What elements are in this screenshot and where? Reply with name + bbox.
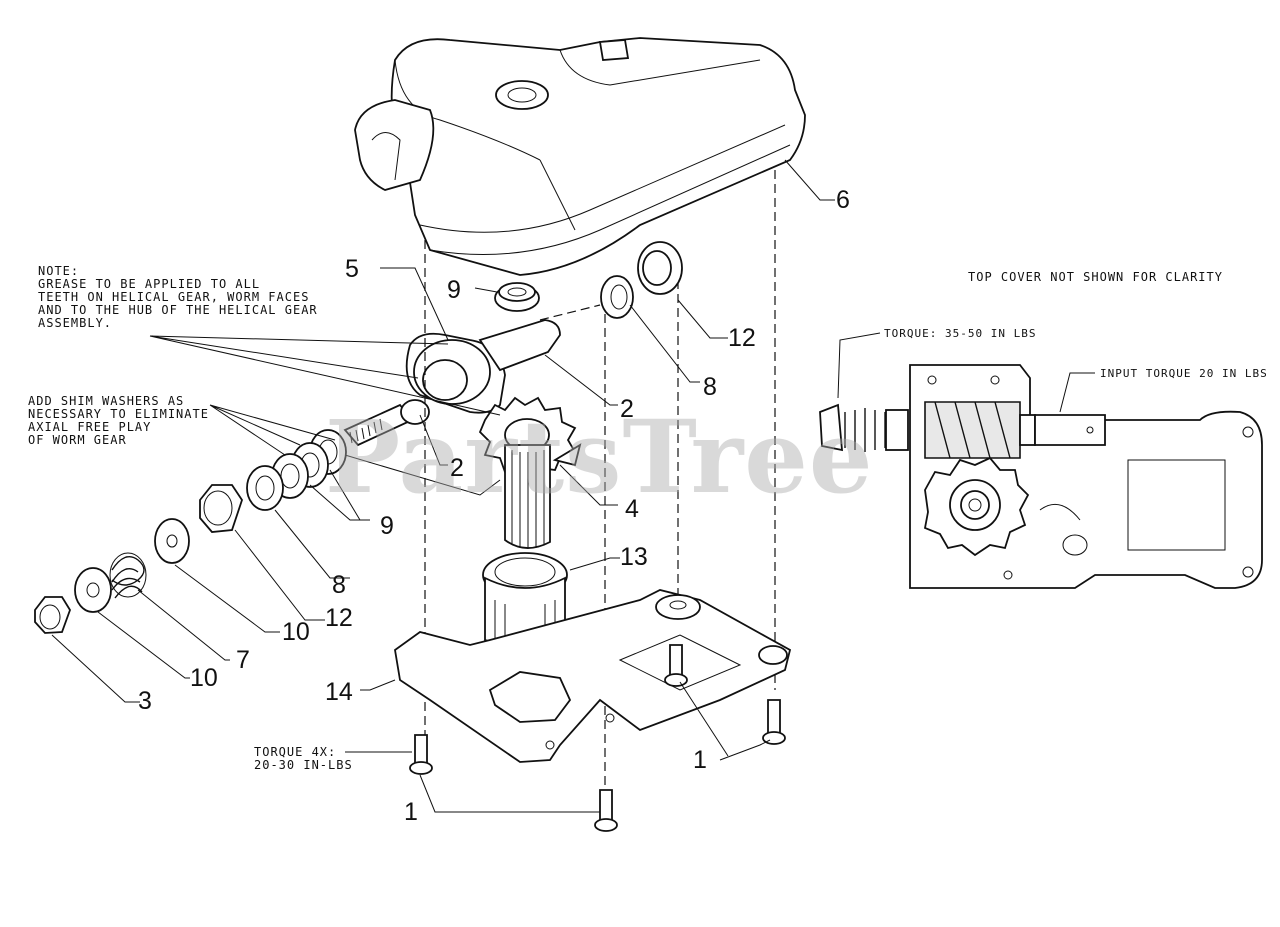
housing-cover-part-6[interactable]: [354, 37, 806, 276]
spring-part-7[interactable]: [109, 552, 147, 599]
callout-3: 3: [138, 687, 152, 715]
callout-8-left: 8: [332, 571, 346, 599]
assembled-inset-view: [819, 364, 1263, 589]
callout-8-top: 8: [703, 373, 717, 401]
callout-9-top: 9: [447, 276, 461, 304]
callout-13: 13: [620, 543, 648, 571]
screw-part-1-d[interactable]: [762, 699, 786, 745]
leader-lines: [51, 159, 1095, 813]
watermark: PartsTree: [325, 398, 874, 516]
grease-note: NOTE: GREASE TO BE APPLIED TO ALL TEETH …: [38, 264, 318, 330]
input-torque-note: INPUT TORQUE 20 IN LBS: [1100, 367, 1268, 380]
callout-4: 4: [625, 495, 639, 523]
callout-14: 14: [325, 678, 353, 706]
callout-6: 6: [836, 186, 850, 214]
washer-part-9-top[interactable]: [494, 282, 540, 312]
callout-12-top: 12: [728, 324, 756, 352]
callout-1-right: 1: [693, 746, 707, 774]
washer-part-8-top[interactable]: [600, 275, 634, 319]
base-plate-part-14[interactable]: [394, 589, 792, 763]
callout-2-left: 2: [450, 454, 464, 482]
nut-part-3[interactable]: [34, 596, 71, 634]
helical-gear-assembly[interactable]: [343, 319, 582, 549]
screw-part-1-b[interactable]: [594, 789, 618, 832]
callout-7: 7: [236, 646, 250, 674]
screw-part-1-a[interactable]: [409, 734, 433, 775]
screw-part-1-c[interactable]: [664, 644, 688, 687]
bolt-torque-note: TORQUE 4X: 20-30 IN-LBS: [254, 745, 353, 772]
callout-10-upper: 10: [282, 618, 310, 646]
callout-2-right: 2: [620, 395, 634, 423]
worm-torque-note: TORQUE: 35-50 IN LBS: [884, 327, 1037, 340]
washer-part-10-upper[interactable]: [154, 518, 190, 564]
washer-part-10-lower[interactable]: [74, 567, 112, 613]
top-cover-note: TOP COVER NOT SHOWN FOR CLARITY: [968, 270, 1223, 284]
shim-washer-stack[interactable]: [246, 429, 347, 511]
nut-part-12-left[interactable]: [199, 484, 243, 533]
callout-5: 5: [345, 255, 359, 283]
shim-note: ADD SHIM WASHERS AS NECESSARY TO ELIMINA…: [28, 394, 209, 447]
callout-12-left: 12: [325, 604, 353, 632]
bushing-part-12-top[interactable]: [637, 241, 683, 295]
callout-10-lower: 10: [190, 664, 218, 692]
callout-1-left: 1: [404, 798, 418, 826]
callout-9-left: 9: [380, 512, 394, 540]
